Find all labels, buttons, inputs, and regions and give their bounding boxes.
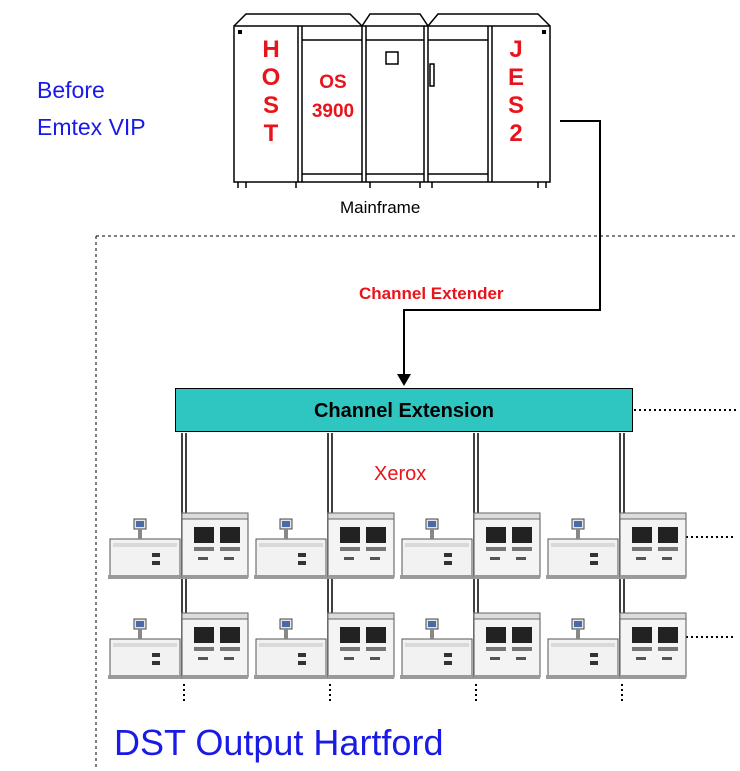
jes-letter: J <box>509 36 523 63</box>
xerox-printer-icon <box>399 512 541 580</box>
xerox-printer-icon <box>107 512 249 580</box>
channel-extension-box <box>175 388 633 432</box>
xerox-printer-icon <box>107 612 249 680</box>
host-letter: O <box>261 64 281 91</box>
continuation-dotted-lines <box>183 409 736 704</box>
host-label: H O S T <box>259 36 283 148</box>
os-line: 3900 <box>311 101 355 122</box>
host-letter: S <box>262 92 279 119</box>
site-label: DST Output Hartford <box>114 722 444 763</box>
before-line-1: Before <box>37 77 105 103</box>
mainframe-icon <box>233 13 551 188</box>
before-label: Before Emtex VIP <box>37 72 146 146</box>
mainframe-caption: Mainframe <box>340 198 421 217</box>
os-line: OS <box>319 72 347 93</box>
xerox-printer-icon <box>253 612 395 680</box>
os-label: OS 3900 <box>300 68 366 126</box>
site-boundary <box>95 235 736 768</box>
channel-extender-connector <box>403 120 601 376</box>
xerox-printer-icon <box>253 512 395 580</box>
host-letter: T <box>263 120 279 147</box>
jes2-label: J E S 2 <box>504 36 528 148</box>
channel-extender-label: Channel Extender <box>359 284 504 303</box>
xerox-printer-icon <box>545 512 687 580</box>
channel-extension-label: Channel Extension <box>313 400 495 422</box>
jes-letter: S <box>507 92 524 119</box>
xerox-label: Xerox <box>374 463 427 485</box>
xerox-printer-icon <box>545 612 687 680</box>
xerox-printer-icon <box>399 612 541 680</box>
arrowhead-icon <box>397 374 411 386</box>
before-line-2: Emtex VIP <box>37 114 146 140</box>
host-letter: H <box>262 36 280 63</box>
jes-letter: E <box>507 64 524 91</box>
jes-letter: 2 <box>509 120 523 147</box>
